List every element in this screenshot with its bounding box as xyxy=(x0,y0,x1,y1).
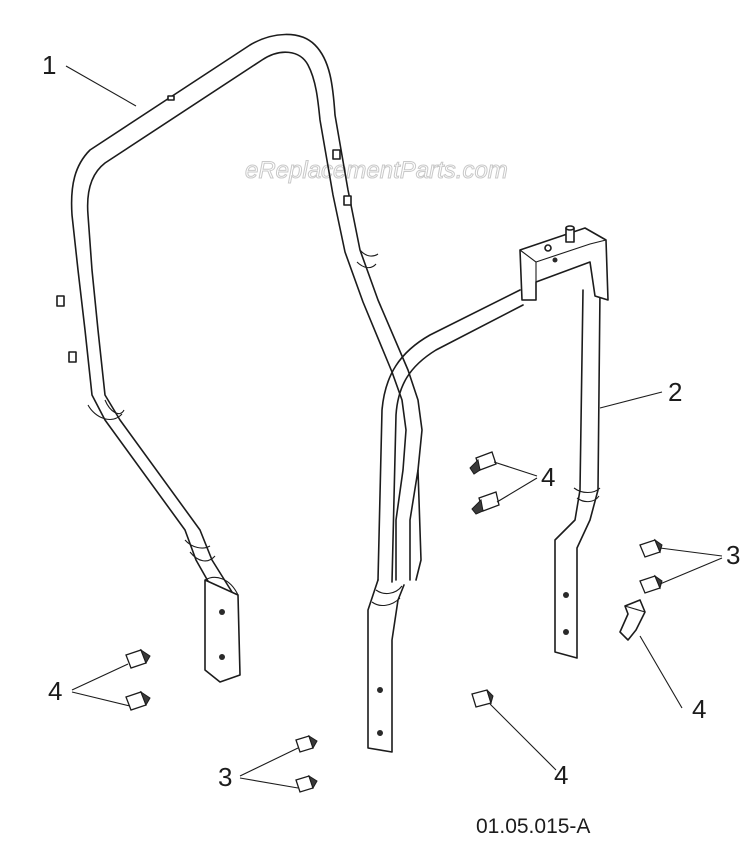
leader-3-bottom xyxy=(239,747,299,789)
bolt-bottom-upper[interactable] xyxy=(295,734,318,753)
handle-bar-lower[interactable] xyxy=(367,225,609,753)
callout-4-left: 4 xyxy=(48,676,62,706)
leader-3-right xyxy=(659,547,723,585)
callout-3-right: 3 xyxy=(726,540,740,570)
callout-4-center: 4 xyxy=(541,462,555,492)
bolt-right-upper[interactable] xyxy=(639,538,663,558)
handle-bar-upper[interactable] xyxy=(56,33,423,683)
bolt-right-lower[interactable] xyxy=(639,574,663,594)
bolt-center-upper[interactable] xyxy=(469,451,497,475)
leader-4-right xyxy=(639,635,683,709)
bolt-left-lower[interactable] xyxy=(125,690,151,711)
callout-2: 2 xyxy=(668,377,682,407)
clip-right[interactable] xyxy=(619,599,646,641)
leader-4-center xyxy=(493,461,538,503)
bolt-center-lower[interactable] xyxy=(471,491,500,515)
watermark-text: eReplacementParts.com xyxy=(245,157,508,184)
leader-4-bottom xyxy=(489,703,557,771)
bolt-left-upper[interactable] xyxy=(125,648,151,669)
callout-4-bottom: 4 xyxy=(554,760,568,790)
callout-1: 1 xyxy=(42,50,56,80)
leader-4-left xyxy=(71,663,131,707)
bolt-bottom-lower[interactable] xyxy=(295,774,318,793)
leader-1 xyxy=(65,65,137,107)
leader-2 xyxy=(599,391,663,409)
bolt-bottom-center[interactable] xyxy=(471,689,494,708)
callout-4-right: 4 xyxy=(692,694,706,724)
callout-3-bottom: 3 xyxy=(218,762,232,792)
drawing-number: 01.05.015-A xyxy=(476,815,590,838)
